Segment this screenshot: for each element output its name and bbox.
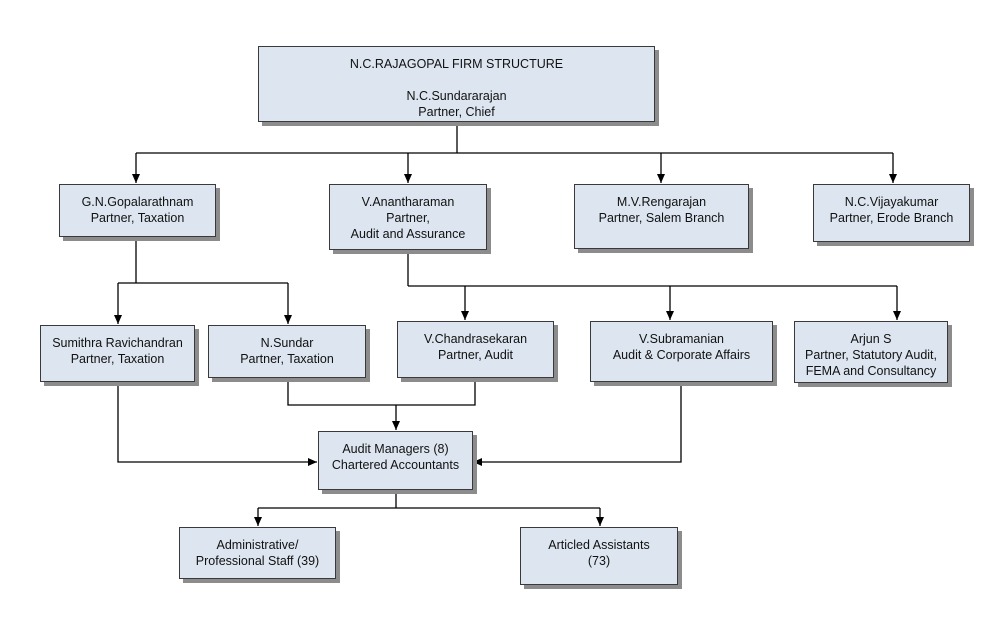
connector-subramanian-to-managers: [473, 382, 682, 466]
node-line: Partner, Statutory Audit,: [804, 348, 938, 362]
node-sundar: N.Sundar Partner, Taxation: [208, 325, 366, 378]
node-line: Arjun S: [850, 332, 892, 346]
node-line: Audit Managers (8): [342, 442, 449, 456]
node-line: Partner, Taxation: [90, 211, 185, 225]
node-line: Articled Assistants: [548, 538, 650, 552]
node-line: Professional Staff (39): [195, 554, 320, 568]
node-line: V.Subramanian: [638, 332, 725, 346]
node-subramanian: V.Subramanian Audit & Corporate Affairs: [590, 321, 773, 382]
node-chandrasekaran: V.Chandrasekaran Partner, Audit: [397, 321, 554, 378]
node-articled-assistants: Articled Assistants (73): [520, 527, 678, 585]
node-line: Partner, Audit: [437, 348, 514, 362]
node-line: Audit & Corporate Affairs: [612, 348, 751, 362]
node-admin-staff: Administrative/ Professional Staff (39): [179, 527, 336, 579]
node-line: V.Chandrasekaran: [423, 332, 528, 346]
node-rengarajan: M.V.Rengarajan Partner, Salem Branch: [574, 184, 749, 249]
connector-sumithra-to-managers: [117, 382, 317, 466]
firm-structure-box: N.C.RAJAGOPAL FIRM STRUCTURE N.C.Sundara…: [258, 46, 655, 122]
node-sumithra: Sumithra Ravichandran Partner, Taxation: [40, 325, 195, 382]
node-gopalarathnam: G.N.Gopalarathnam Partner, Taxation: [59, 184, 216, 237]
node-line: Partner, Salem Branch: [598, 211, 725, 225]
node-line: Partner, Taxation: [240, 352, 334, 366]
node-line: V.Anantharaman: [361, 195, 455, 209]
node-line: (73): [587, 554, 611, 568]
node-line: Chartered Accountants: [331, 458, 460, 472]
node-line: Administrative/: [216, 538, 299, 552]
node-audit-managers: Audit Managers (8) Chartered Accountants: [318, 431, 473, 490]
node-line: G.N.Gopalarathnam: [81, 195, 194, 209]
node-line: Partner, Taxation: [70, 352, 165, 366]
node-line: N.C.Vijayakumar: [844, 195, 939, 209]
node-line: Partner,: [386, 211, 430, 225]
node-anantharaman: V.Anantharaman Partner, Audit and Assura…: [329, 184, 487, 250]
node-line: FEMA and Consultancy: [805, 364, 937, 378]
node-line: Audit and Assurance: [350, 227, 466, 241]
node-vijayakumar: N.C.Vijayakumar Partner, Erode Branch: [813, 184, 970, 242]
node-line: N.Sundar: [260, 336, 314, 350]
chart-title: N.C.RAJAGOPAL FIRM STRUCTURE: [349, 57, 564, 71]
node-line: M.V.Rengarajan: [616, 195, 707, 209]
connector-sundar-chandrasekaran-join: [287, 378, 476, 406]
node-arjun: Arjun S Partner, Statutory Audit, FEMA a…: [794, 321, 948, 383]
node-line: Sumithra Ravichandran: [52, 336, 183, 350]
node-line: Partner, Erode Branch: [829, 211, 954, 225]
chief-name: N.C.Sundararajan: [406, 89, 507, 103]
chief-role: Partner, Chief: [418, 105, 495, 119]
